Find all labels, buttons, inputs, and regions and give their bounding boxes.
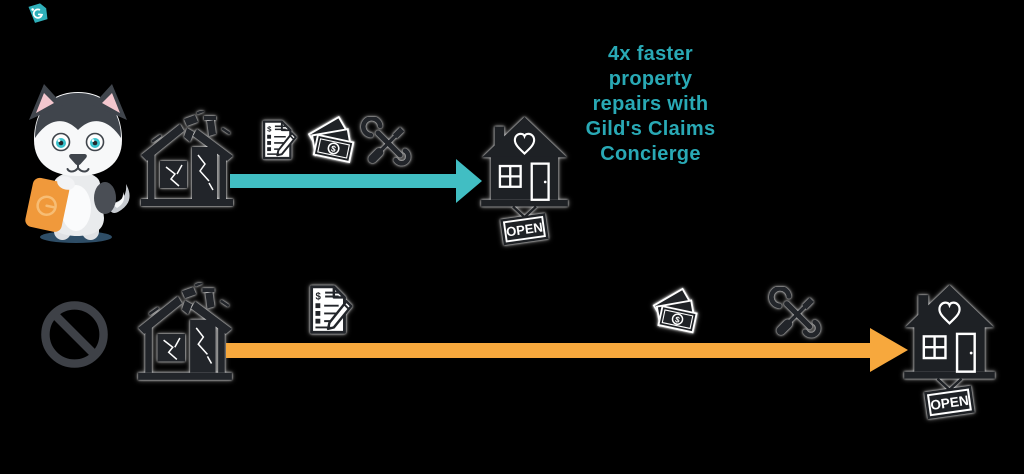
caption-line: Concierge — [600, 143, 701, 165]
document-dollar-glyph: $ — [267, 125, 272, 134]
arrow-shaft — [226, 343, 870, 358]
mascot-eyes — [51, 132, 105, 152]
money-dollar-glyph: $ — [330, 143, 337, 154]
open-sign-label: OPEN — [929, 393, 969, 413]
pencil-icon — [276, 132, 297, 157]
gild-husky-mascot — [25, 84, 130, 243]
concierge-flow-arrow — [230, 159, 482, 203]
pencil-icon — [326, 300, 353, 331]
repaired-house-open-icon: OPEN — [904, 285, 995, 420]
caption-4x-faster: 4x faster property repairs with Gild's C… — [578, 42, 723, 167]
document-dollar-glyph: $ — [315, 291, 321, 302]
repaired-house-open-icon: OPEN — [481, 116, 568, 246]
gild-tag-logo-icon — [28, 3, 48, 23]
heart-icon — [513, 132, 536, 156]
repair-tools-icon — [361, 117, 411, 166]
heart-icon — [938, 301, 961, 325]
house-door — [955, 332, 976, 373]
arrow-head — [456, 159, 482, 203]
mascot-tablet — [25, 177, 70, 232]
open-sign-label: OPEN — [505, 219, 544, 239]
house-door — [530, 162, 550, 201]
caption-line: property — [608, 68, 693, 90]
caption-line: repairs with — [592, 93, 709, 115]
money-dollar-glyph: $ — [674, 315, 681, 325]
payment-money-icon: $ — [652, 287, 698, 334]
caption-line: 4x faster — [608, 43, 693, 65]
arrow-shaft — [230, 174, 456, 188]
house-window — [922, 335, 947, 360]
house-window — [498, 164, 522, 188]
no-symbol-icon — [41, 301, 108, 368]
claim-document-icon: $ — [262, 120, 297, 160]
traditional-flow-arrow — [226, 328, 908, 372]
open-sign: OPEN — [500, 213, 549, 246]
arrow-head — [870, 328, 908, 372]
claim-document-icon: $ — [310, 285, 353, 334]
open-sign: OPEN — [924, 385, 975, 420]
repair-tools-icon — [769, 287, 821, 338]
damaged-house-icon — [141, 111, 233, 206]
damaged-house-icon — [138, 283, 232, 380]
caption-line: Gild's Claims — [585, 118, 716, 140]
payment-money-icon: $ — [307, 115, 355, 164]
